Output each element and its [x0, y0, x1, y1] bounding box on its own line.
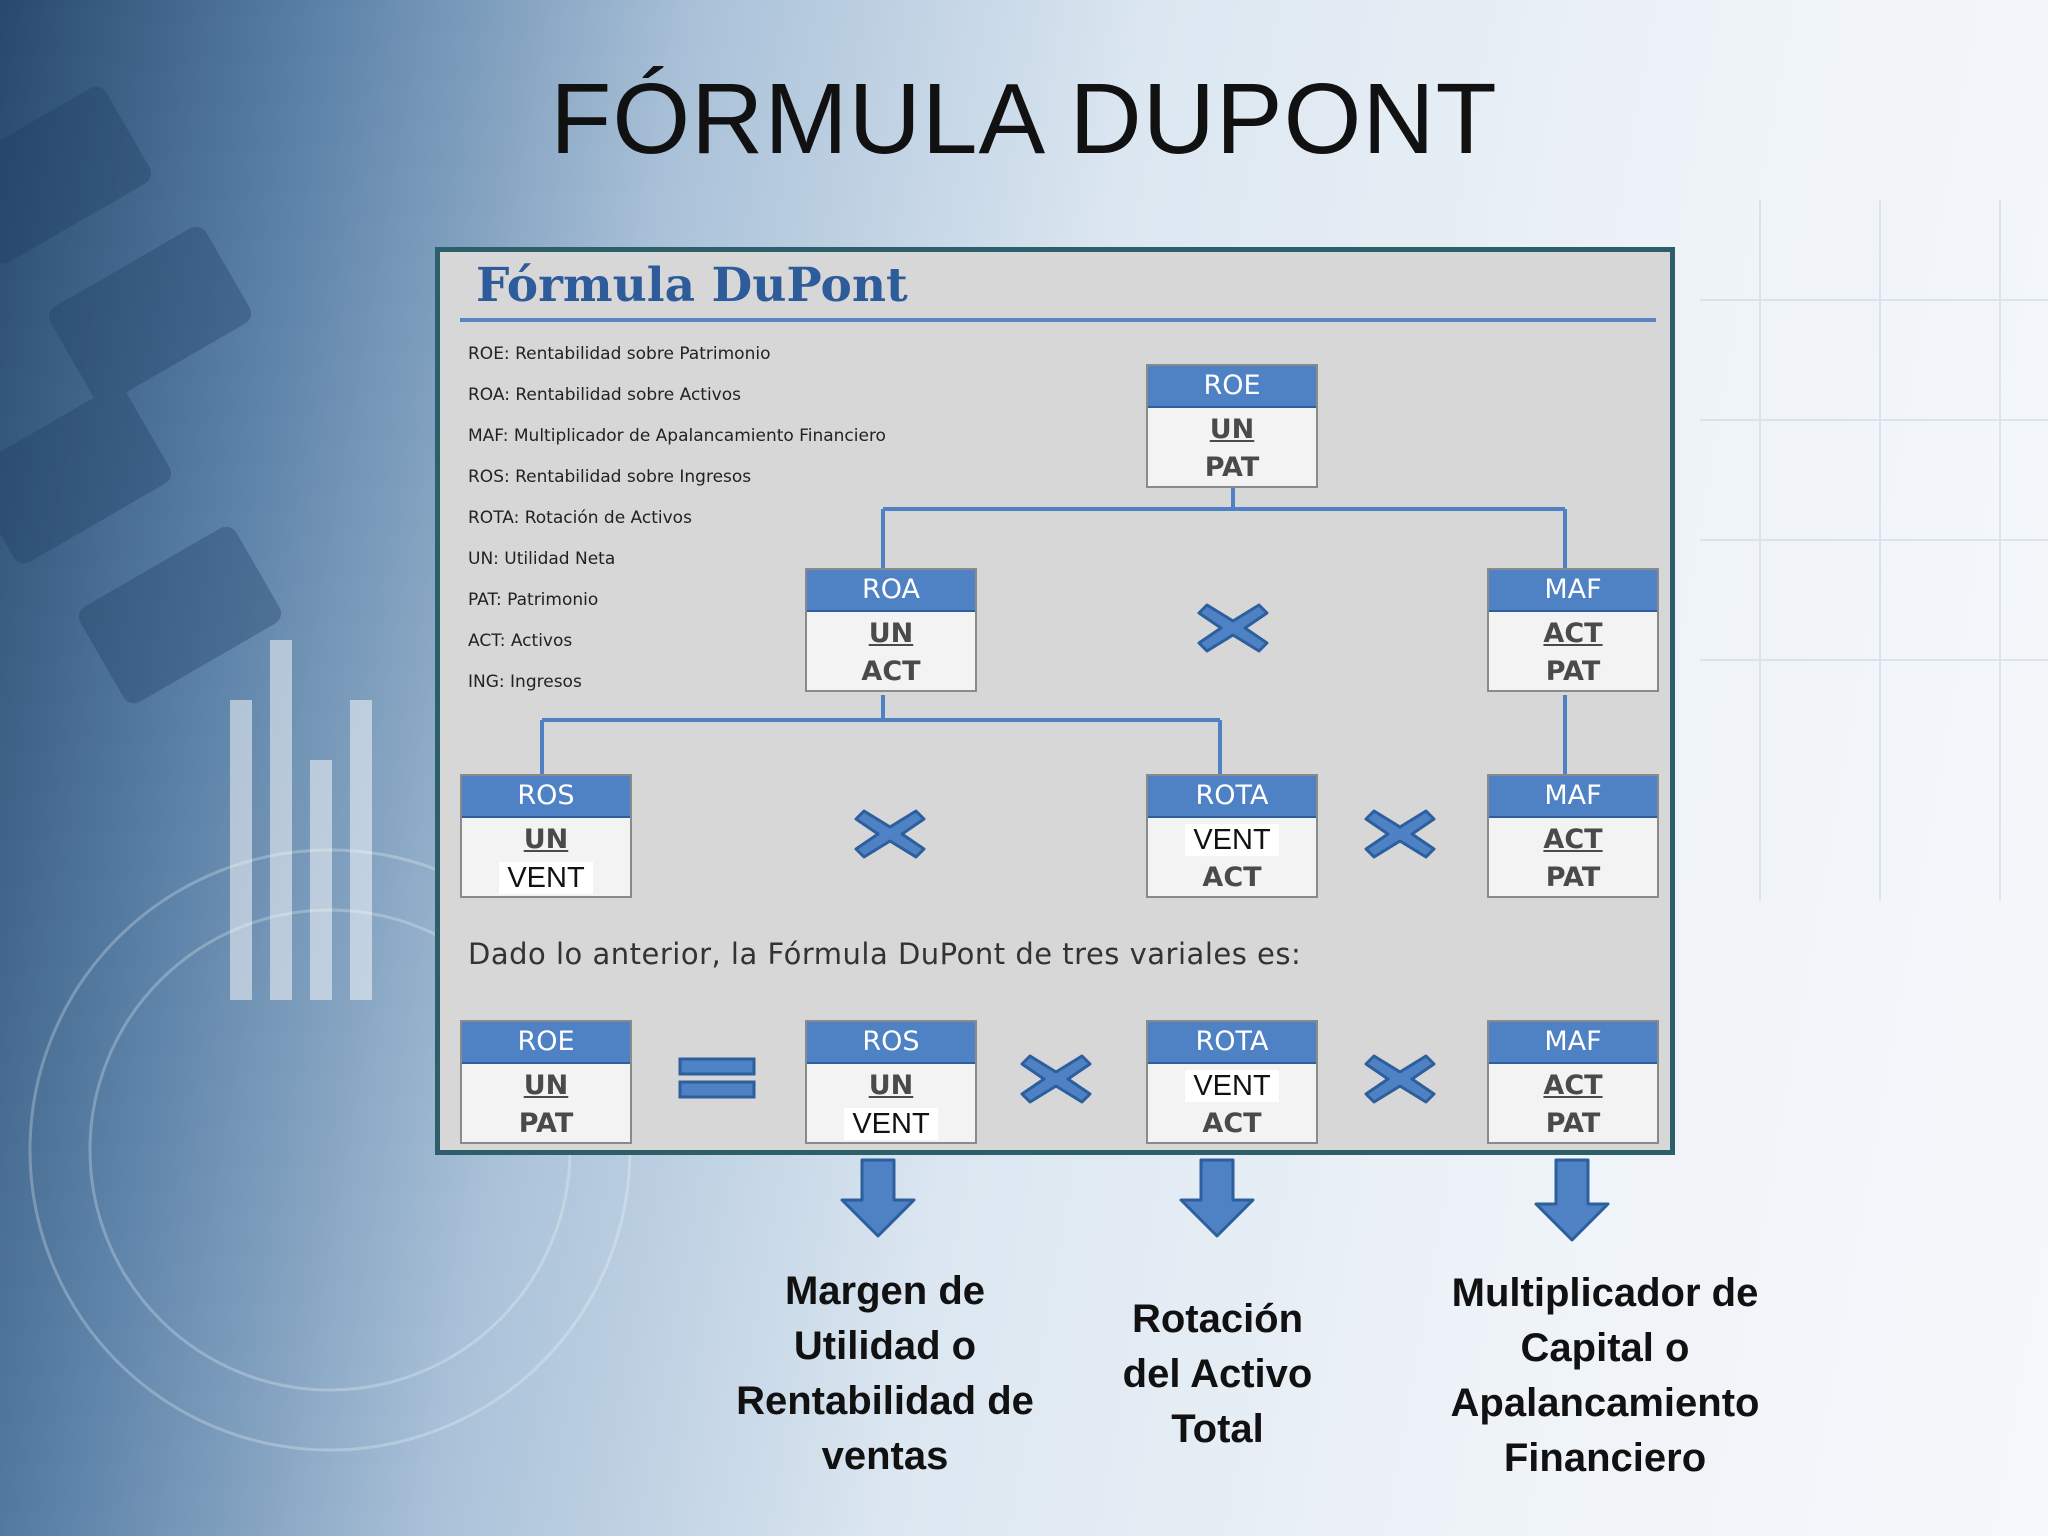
slide-title: FÓRMULA DUPONT	[550, 63, 1498, 175]
legend-item: UN: Utilidad Neta	[468, 549, 616, 569]
box-rota: ROTA VENT ACT	[1146, 774, 1318, 898]
box-denominator: PAT	[518, 1108, 574, 1139]
box-denominator: VENT	[844, 1108, 938, 1140]
arrow-down-icon	[840, 1158, 916, 1238]
box-ros-eq: ROS UN VENT	[805, 1020, 977, 1144]
tree-connectors	[540, 366, 1567, 776]
box-maf-row: MAF ACT PAT	[1487, 774, 1659, 898]
panel-title: Fórmula DuPont	[476, 258, 908, 313]
caption-multiplicador: Multiplicador de Capital o Apalancamient…	[1450, 1271, 1760, 1480]
box-denominator: PAT	[1545, 656, 1601, 687]
box-header: ROTA	[1148, 1022, 1316, 1064]
box-ros: ROS UN VENT	[460, 774, 632, 898]
legend-item: ROE: Rentabilidad sobre Patrimonio	[468, 344, 771, 364]
box-header: MAF	[1489, 776, 1657, 818]
caption-margen: Margen de Utilidad o Rentabilidad de ven…	[736, 1269, 1034, 1478]
formula-statement: Dado lo anterior, la Fórmula DuPont de t…	[468, 937, 1302, 971]
box-numerator: UN	[523, 824, 569, 855]
multiply-icon	[854, 809, 926, 859]
multiply-icon	[1364, 1054, 1436, 1104]
box-roe: ROE UN PAT	[1146, 364, 1318, 488]
box-numerator: UN	[523, 1070, 569, 1101]
arrow-down-icon	[1179, 1158, 1255, 1238]
box-numerator: ACT	[1543, 824, 1603, 855]
box-numerator: ACT	[1543, 1070, 1603, 1101]
box-denominator: PAT	[1545, 862, 1601, 893]
legend-item: ACT: Activos	[468, 631, 573, 651]
box-header: MAF	[1489, 570, 1657, 612]
legend-item: ROS: Rentabilidad sobre Ingresos	[468, 467, 752, 487]
connector-roa	[540, 695, 1222, 776]
box-header: ROTA	[1148, 776, 1316, 818]
legend-item: PAT: Patrimonio	[468, 590, 599, 610]
box-denominator: ACT	[861, 656, 921, 687]
legend-item: MAF: Multiplicador de Apalancamiento Fin…	[468, 426, 886, 446]
legend-item: ROA: Rentabilidad sobre Activos	[468, 385, 741, 405]
dupont-panel: Fórmula DuPont ROE: Rentabilidad sobre P…	[435, 247, 1675, 1155]
legend-list: ROE: Rentabilidad sobre Patrimonio ROA: …	[468, 334, 886, 703]
box-rota-eq: ROTA VENT ACT	[1146, 1020, 1318, 1144]
box-roa: ROA UN ACT	[805, 568, 977, 692]
box-numerator: UN	[1209, 414, 1255, 445]
box-roe-eq: ROE UN PAT	[460, 1020, 632, 1144]
box-denominator: PAT	[1204, 452, 1260, 483]
box-denominator: ACT	[1202, 862, 1262, 893]
box-header: ROE	[462, 1022, 630, 1064]
box-header: ROS	[807, 1022, 975, 1064]
box-header: ROE	[1148, 366, 1316, 408]
legend-item: ING: Ingresos	[468, 672, 582, 692]
box-header: ROS	[462, 776, 630, 818]
box-numerator: VENT	[1185, 1070, 1279, 1102]
box-header: MAF	[1489, 1022, 1657, 1064]
box-denominator: ACT	[1202, 1108, 1262, 1139]
legend-item: ROTA: Rotación de Activos	[468, 508, 692, 528]
multiply-icon	[1364, 809, 1436, 859]
box-numerator: UN	[868, 618, 914, 649]
box-numerator: ACT	[1543, 618, 1603, 649]
box-header: ROA	[807, 570, 975, 612]
equals-icon	[678, 1057, 756, 1099]
multiply-icon	[1197, 603, 1269, 653]
box-numerator: VENT	[1185, 824, 1279, 856]
box-denominator: PAT	[1545, 1108, 1601, 1139]
box-maf: MAF ACT PAT	[1487, 568, 1659, 692]
box-numerator: UN	[868, 1070, 914, 1101]
arrow-down-icon	[1534, 1158, 1610, 1242]
multiply-icon	[1020, 1054, 1092, 1104]
box-denominator: VENT	[499, 862, 593, 894]
title-rule	[460, 318, 1656, 322]
caption-rotacion: Rotación del Activo Total	[1122, 1297, 1313, 1451]
box-maf-eq: MAF ACT PAT	[1487, 1020, 1659, 1144]
